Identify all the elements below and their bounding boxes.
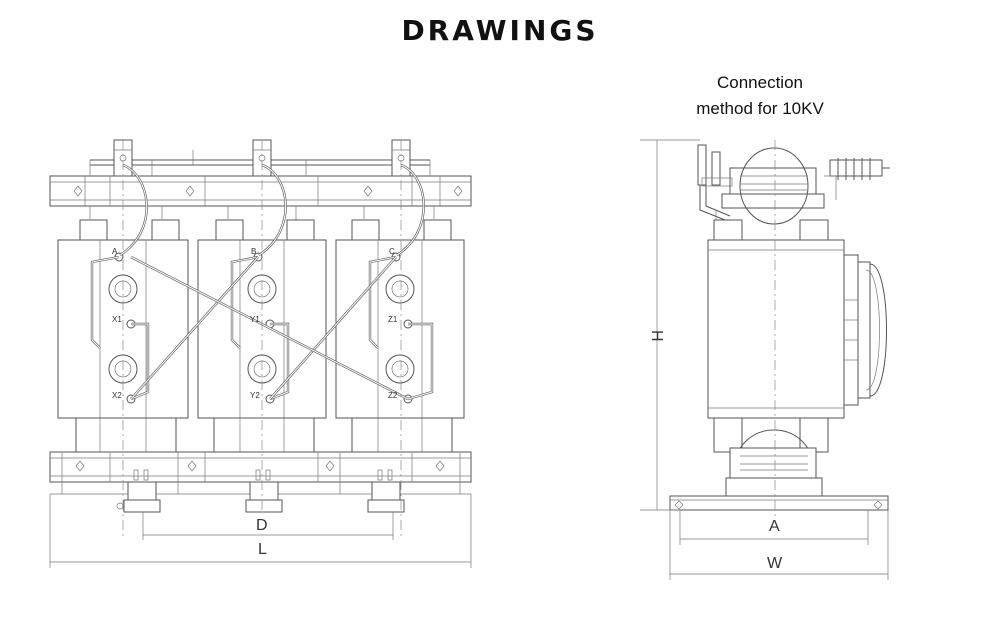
page-title: DRAWINGS: [401, 14, 599, 47]
dimension-label-w: W: [767, 555, 783, 572]
base-brackets: [116, 469, 405, 513]
terminal-label-a: A: [112, 247, 118, 256]
side-lower-block-left: [713, 417, 743, 453]
dimension-w: [669, 510, 889, 580]
lower-support-blocks: [75, 417, 453, 453]
side-view: H A W: [640, 139, 890, 580]
flexible-leads: [119, 163, 425, 257]
side-cooling-fins: [843, 254, 887, 406]
dimension-a: [679, 510, 869, 545]
connection-caption: Connection method for 10KV: [640, 70, 880, 122]
terminal-label-y1: Y1: [250, 315, 260, 324]
dimension-label-l: L: [258, 541, 267, 558]
side-upper-block-right: [799, 219, 829, 241]
caption-line-1: Connection: [716, 73, 803, 92]
dimension-l: [49, 494, 472, 568]
terminal-label-z1: Z1: [388, 315, 398, 324]
dimension-label-a: A: [769, 518, 780, 535]
top-clamp-beam: [49, 175, 472, 207]
side-base-plate: [669, 495, 889, 511]
side-lower-block-right: [799, 417, 829, 453]
side-insulator-bushing: [824, 158, 890, 200]
side-bottom-clamp: [725, 429, 823, 499]
terminal-label-x1: X1: [112, 315, 122, 324]
coil-c: [335, 239, 465, 419]
front-view: A B C X1 X2 Y1 Y2 Z1 Z2: [49, 139, 472, 568]
caption-line-2: method for 10KV: [696, 99, 824, 118]
dimension-h: [640, 139, 700, 511]
side-upper-block-left: [713, 219, 743, 241]
terminal-label-c: C: [389, 247, 395, 256]
dimension-label-d: D: [256, 517, 268, 534]
upper-support-blocks: [79, 206, 452, 241]
terminal-label-x2: X2: [112, 391, 122, 400]
dimension-label-h: H: [648, 330, 665, 342]
side-coil-body: [707, 239, 845, 419]
terminal-label-b: B: [251, 247, 256, 256]
interconnection-leads: [90, 255, 434, 401]
terminal-label-z2: Z2: [388, 391, 398, 400]
dimension-d: [142, 512, 394, 540]
terminal-label-y2: Y2: [250, 391, 260, 400]
side-top-clamp: [721, 147, 825, 225]
